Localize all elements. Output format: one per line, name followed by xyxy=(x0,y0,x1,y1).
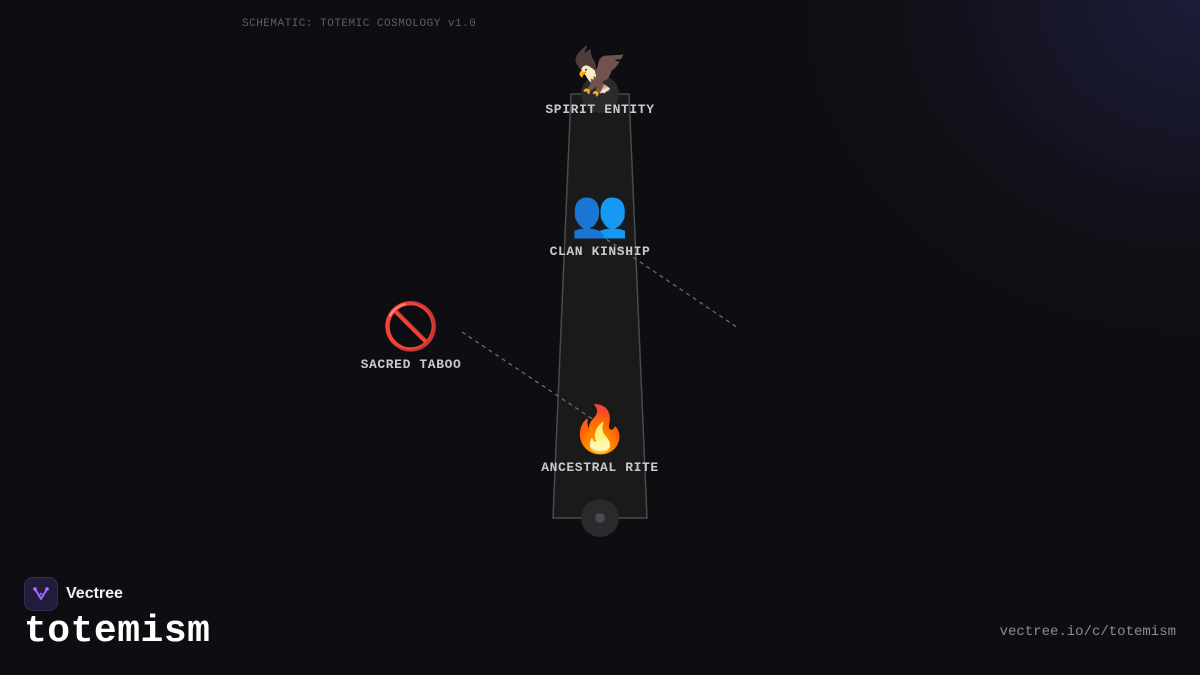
brand-name: Vectree xyxy=(66,585,123,602)
node-ancestral-rite: 🔥 ANCESTRAL RITE xyxy=(510,402,690,475)
brand[interactable]: Vectree xyxy=(24,577,123,611)
node-clan-kinship: 👥 CLAN KINSHIP xyxy=(510,186,690,259)
vectree-logo-icon xyxy=(24,577,58,611)
eagle-icon: 🦅 xyxy=(571,44,629,98)
node-label: ANCESTRAL RITE xyxy=(541,460,659,475)
prohibited-icon: 🚫 xyxy=(382,299,440,353)
fire-icon: 🔥 xyxy=(571,402,629,456)
connector-taboo xyxy=(461,331,601,425)
site-url-link[interactable]: vectree.io/c/totemism xyxy=(999,624,1176,640)
node-label: SPIRIT ENTITY xyxy=(545,102,655,117)
pillar-base-dot xyxy=(595,513,605,523)
people-icon: 👥 xyxy=(571,186,629,240)
pillar-top-cap xyxy=(581,75,619,113)
page-title: totemism xyxy=(24,610,211,653)
node-label: CLAN KINSHIP xyxy=(549,244,651,259)
node-label: SACRED TABOO xyxy=(360,357,462,372)
schematic-label: SCHEMATIC: TOTEMIC COSMOLOGY v1.0 xyxy=(242,18,477,30)
connector-clan xyxy=(599,234,739,329)
node-spirit-entity: 🦅 SPIRIT ENTITY xyxy=(510,44,690,117)
node-sacred-taboo: 🚫 SACRED TABOO xyxy=(321,299,501,372)
